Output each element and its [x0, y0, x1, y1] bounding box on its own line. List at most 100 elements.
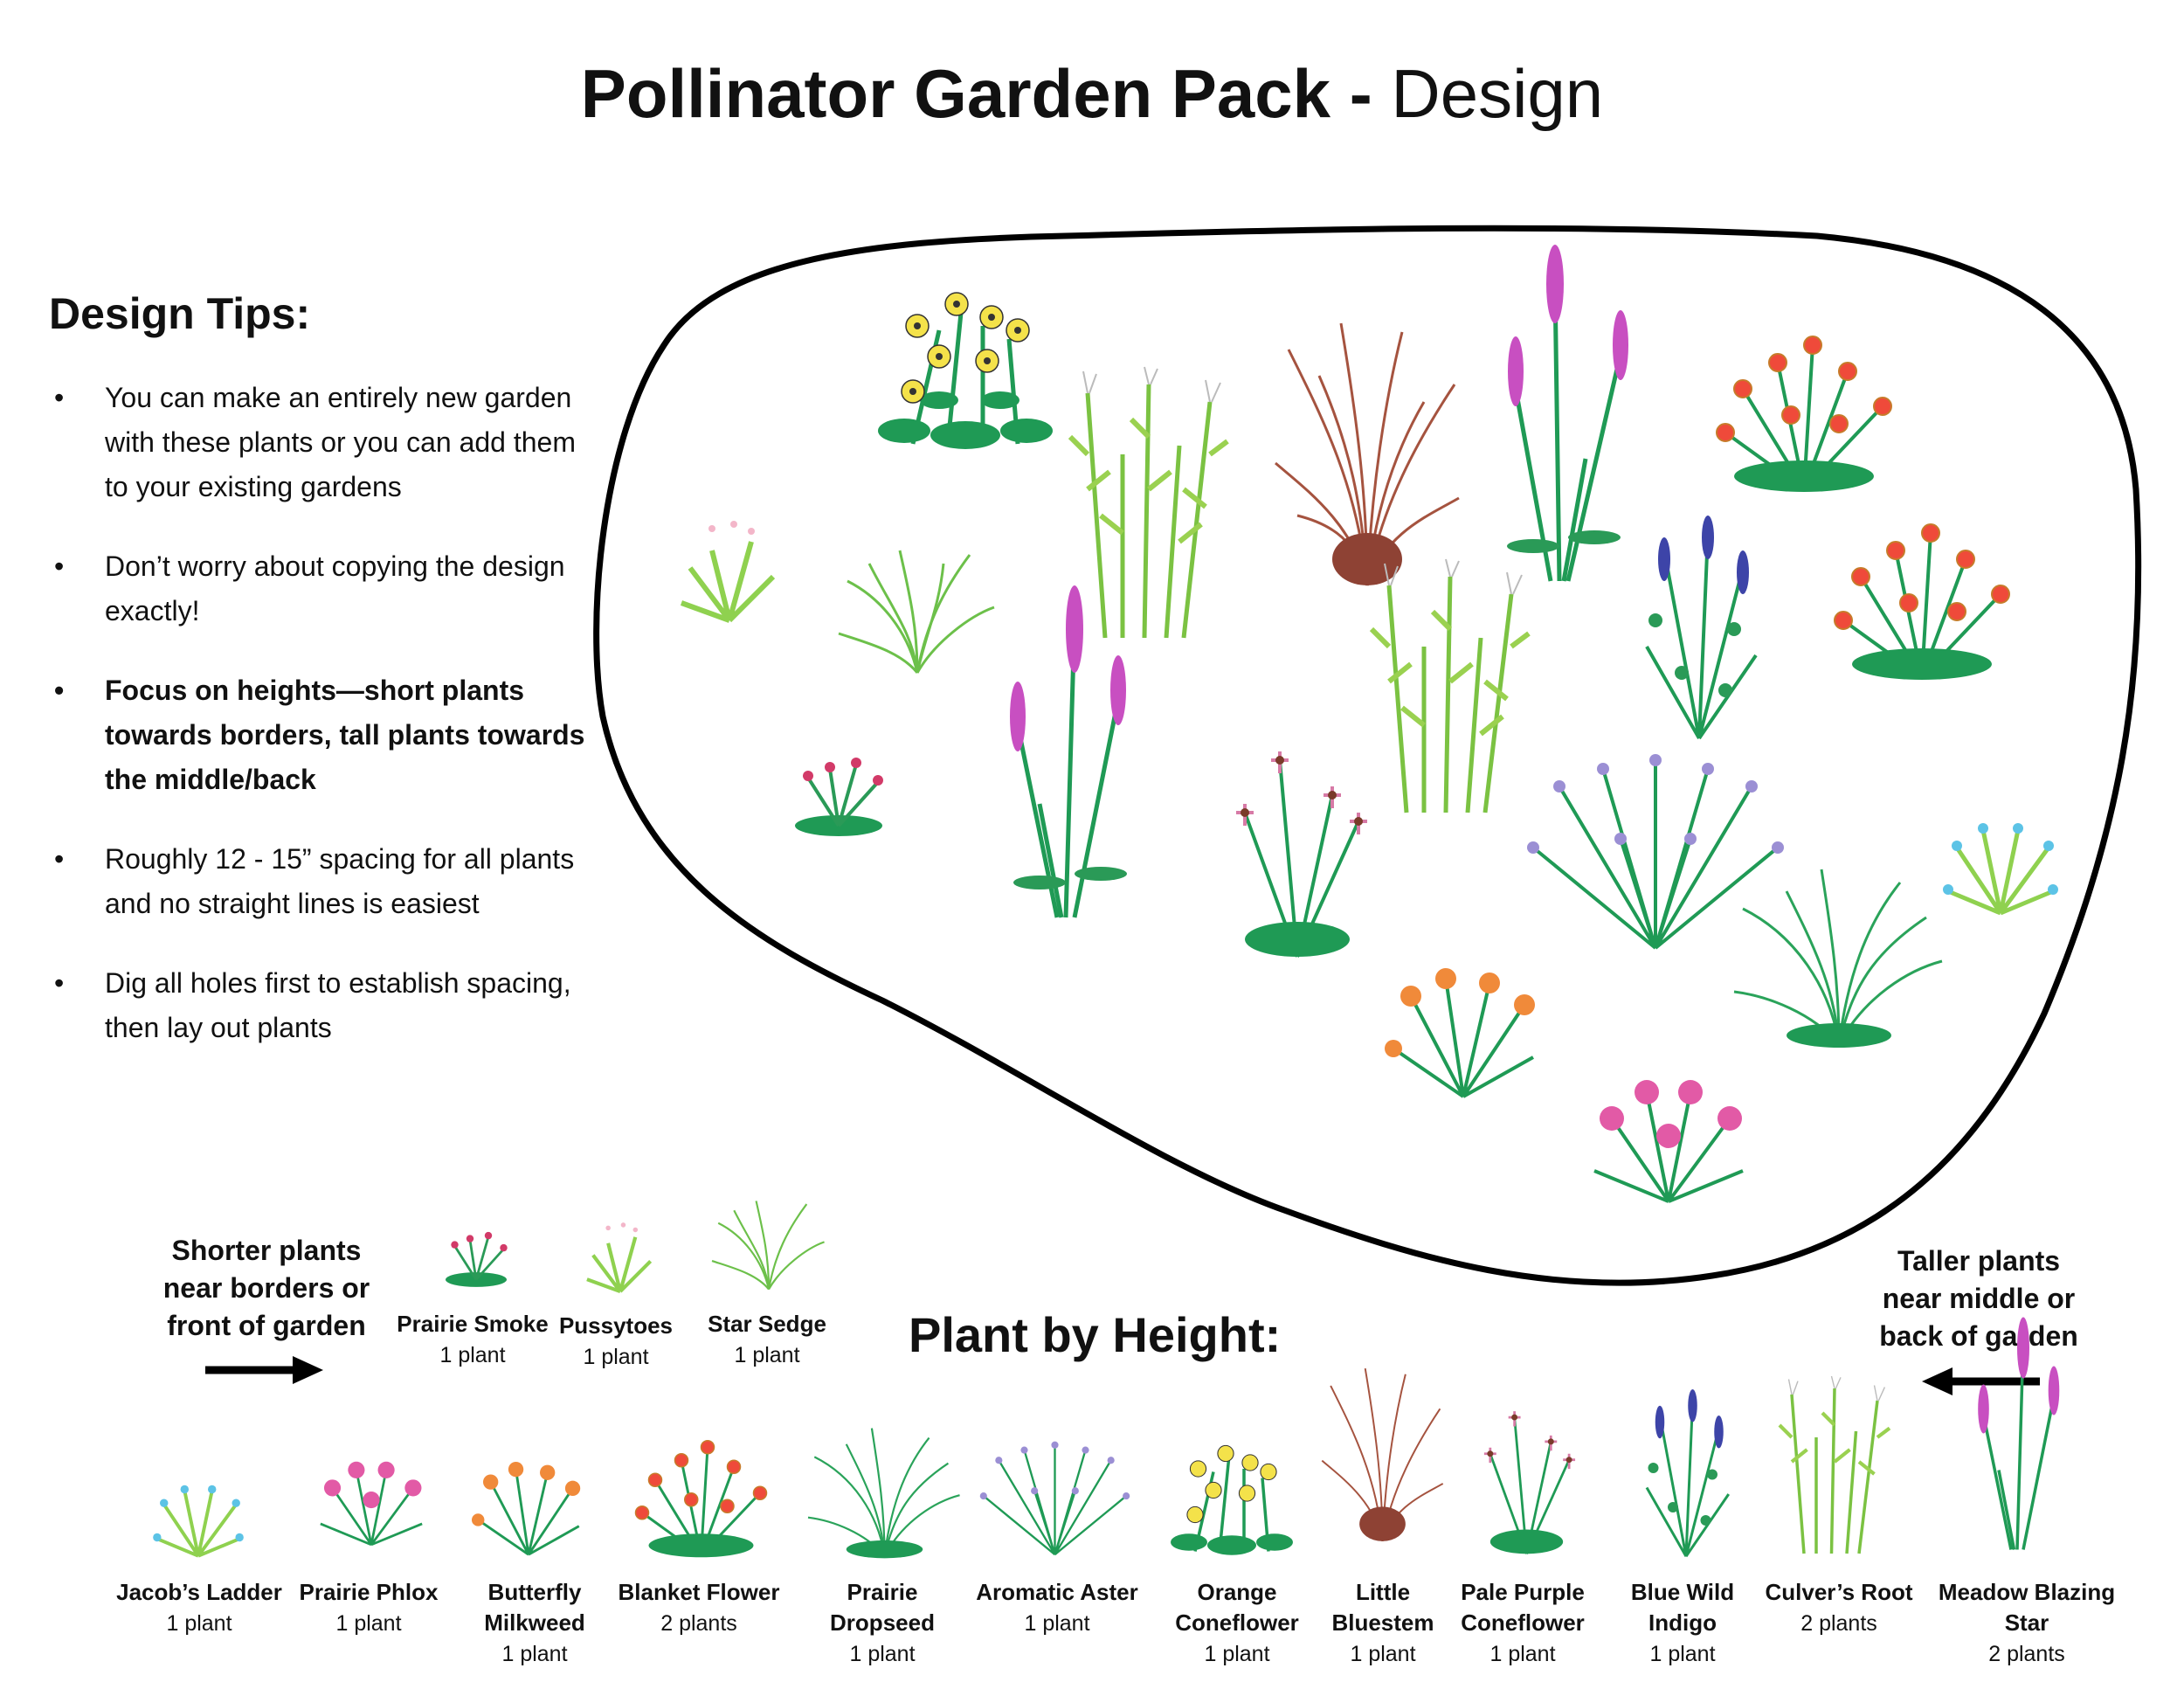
- prairie-phlox-icon: [314, 1450, 428, 1555]
- design-tips-list: You can make an entirely new garden with…: [49, 376, 591, 1085]
- shorter-plants-note: Shorter plants near borders or front of …: [153, 1232, 380, 1345]
- plant-count: 1 plant: [439, 1343, 506, 1367]
- plant-count: 1 plant: [1350, 1642, 1416, 1666]
- prairie-smoke-icon: [441, 1228, 511, 1289]
- prairie-dropseed-icon: [807, 1424, 961, 1560]
- plant-name: Pussytoes: [558, 1312, 674, 1339]
- tip-item: Focus on heights—short plants towards bo…: [49, 668, 591, 802]
- plant-label: Little Bluestem 1 plant: [1326, 1577, 1440, 1670]
- note-line: front of garden: [167, 1310, 366, 1341]
- title-main: Pollinator Garden Pack -: [580, 55, 1372, 132]
- tip-item: Don’t worry about copying the design exa…: [49, 544, 591, 633]
- aromatic-aster-icon: [978, 1437, 1131, 1560]
- plant-count: 1 plant: [501, 1642, 568, 1666]
- prairie-smoke-icon: [791, 751, 887, 839]
- note-line: Shorter plants: [171, 1235, 362, 1266]
- prairie-phlox-icon: [1586, 1075, 1752, 1206]
- plant-label: Butterfly Milkweed 1 plant: [469, 1577, 600, 1670]
- little-bluestem-icon: [1319, 1350, 1446, 1560]
- blue-wild-indigo-icon: [1634, 1389, 1738, 1560]
- plant-label: Prairie Dropseed 1 plant: [817, 1577, 948, 1670]
- plant-label: Prairie Phlox 1 plant: [281, 1577, 456, 1639]
- note-line: Taller plants: [1897, 1245, 2061, 1277]
- plant-name: Blanket Flower: [618, 1579, 780, 1605]
- plant-label: Blanket Flower 2 plants: [603, 1577, 795, 1639]
- plant-name: Butterfly Milkweed: [484, 1579, 585, 1636]
- plant-name: Prairie Phlox: [299, 1579, 439, 1605]
- jacobs-ladder-icon: [150, 1477, 246, 1560]
- plant-label: Aromatic Aster 1 plant: [970, 1577, 1144, 1639]
- star-sedge-icon: [711, 1197, 826, 1293]
- star-sedge-icon: [838, 546, 996, 677]
- plant-name: Blue Wild Indigo: [1630, 1579, 1735, 1636]
- plant-name: Little Bluestem: [1331, 1579, 1434, 1636]
- taller-plants-note: Taller plants near middle or back of gar…: [1865, 1242, 2092, 1355]
- plant-label: Blue Wild Indigo 1 plant: [1626, 1577, 1739, 1670]
- culvers-root-icon: [1061, 366, 1236, 647]
- prairie-dropseed-icon: [1733, 865, 1944, 1049]
- arrow-left-icon: [1922, 1367, 2040, 1395]
- butterfly-milkweed-icon: [472, 1450, 585, 1564]
- plant-name: Culver’s Root: [1765, 1579, 1913, 1605]
- plant-name: Star Sedge: [708, 1311, 826, 1337]
- plant-count: 1 plant: [849, 1642, 916, 1666]
- plant-count: 1 plant: [1489, 1642, 1556, 1666]
- note-line: back of garden: [1879, 1320, 2078, 1352]
- plant-by-height-heading: Plant by Height:: [909, 1307, 1282, 1362]
- plant-count: 2 plants: [660, 1611, 737, 1636]
- plant-name: Aromatic Aster: [976, 1579, 1138, 1605]
- culvers-root-icon: [1363, 558, 1538, 821]
- design-tips-heading: Design Tips:: [49, 289, 311, 338]
- blanket-flower-icon: [629, 1433, 773, 1560]
- culvers-root-icon: [1773, 1375, 1896, 1560]
- little-bluestem-icon: [1271, 315, 1463, 594]
- plant-label: Culver’s Root 2 plants: [1752, 1577, 1926, 1639]
- plant-label: Jacob’s Ladder 1 plant: [112, 1577, 287, 1639]
- meadow-blazing-star-icon: [1498, 245, 1638, 590]
- orange-coneflower-icon: [878, 278, 1053, 453]
- pussytoes-icon: [581, 1219, 660, 1298]
- arrow-right-icon: [205, 1356, 323, 1384]
- plant-label: Prairie Smoke 1 plant: [385, 1309, 560, 1371]
- plant-count: 1 plant: [166, 1611, 232, 1636]
- plant-count: 1 plant: [1649, 1642, 1716, 1666]
- plant-count: 1 plant: [1024, 1611, 1090, 1636]
- plant-name: Prairie Smoke: [397, 1311, 549, 1337]
- tip-item: Dig all holes first to establish spacing…: [49, 961, 591, 1050]
- plant-label: Star Sedge 1 plant: [680, 1309, 854, 1371]
- pale-purple-coneflower-icon: [1219, 743, 1376, 961]
- blanket-flower-icon: [1826, 516, 2018, 682]
- plant-count: 1 plant: [734, 1343, 800, 1367]
- pale-purple-coneflower-icon: [1472, 1402, 1581, 1560]
- meadow-blazing-star-icon: [1974, 1317, 2066, 1560]
- plant-name: Jacob’s Ladder: [116, 1579, 282, 1605]
- orange-coneflower-icon: [1171, 1433, 1293, 1560]
- plant-count: 1 plant: [583, 1345, 649, 1369]
- plant-count: 1 plant: [1204, 1642, 1270, 1666]
- blanket-flower-icon: [1708, 328, 1900, 494]
- plant-count: 2 plants: [1800, 1611, 1877, 1636]
- plant-label: Pussytoes 1 plant: [529, 1311, 703, 1373]
- tip-item: You can make an entirely new garden with…: [49, 376, 591, 509]
- plant-label: Orange Coneflower 1 plant: [1171, 1577, 1303, 1670]
- plant-label: Pale Purple Coneflower 1 plant: [1453, 1577, 1593, 1670]
- aromatic-aster-icon: [1524, 751, 1787, 952]
- plant-count: 2 plants: [1988, 1642, 2065, 1666]
- meadow-blazing-star-icon: [1005, 585, 1136, 926]
- plant-name: Orange Coneflower: [1175, 1579, 1299, 1636]
- plant-count: 1 plant: [335, 1611, 402, 1636]
- page-title: Pollinator Garden Pack - Design: [0, 54, 2184, 133]
- plant-label: Meadow Blazing Star 2 plants: [1931, 1577, 2123, 1670]
- blue-wild-indigo-icon: [1629, 516, 1769, 743]
- plant-name: Prairie Dropseed: [830, 1579, 935, 1636]
- note-line: near borders or: [162, 1272, 370, 1304]
- plant-name: Pale Purple Coneflower: [1461, 1579, 1585, 1636]
- jacobs-ladder-icon: [1939, 813, 2062, 917]
- tip-item: Roughly 12 - 15” spacing for all plants …: [49, 837, 591, 926]
- plant-name: Meadow Blazing Star: [1938, 1579, 2116, 1636]
- note-line: near middle or: [1882, 1283, 2076, 1314]
- pussytoes-icon: [673, 516, 786, 629]
- butterfly-milkweed-icon: [1385, 961, 1542, 1101]
- title-sub: Design: [1391, 55, 1604, 132]
